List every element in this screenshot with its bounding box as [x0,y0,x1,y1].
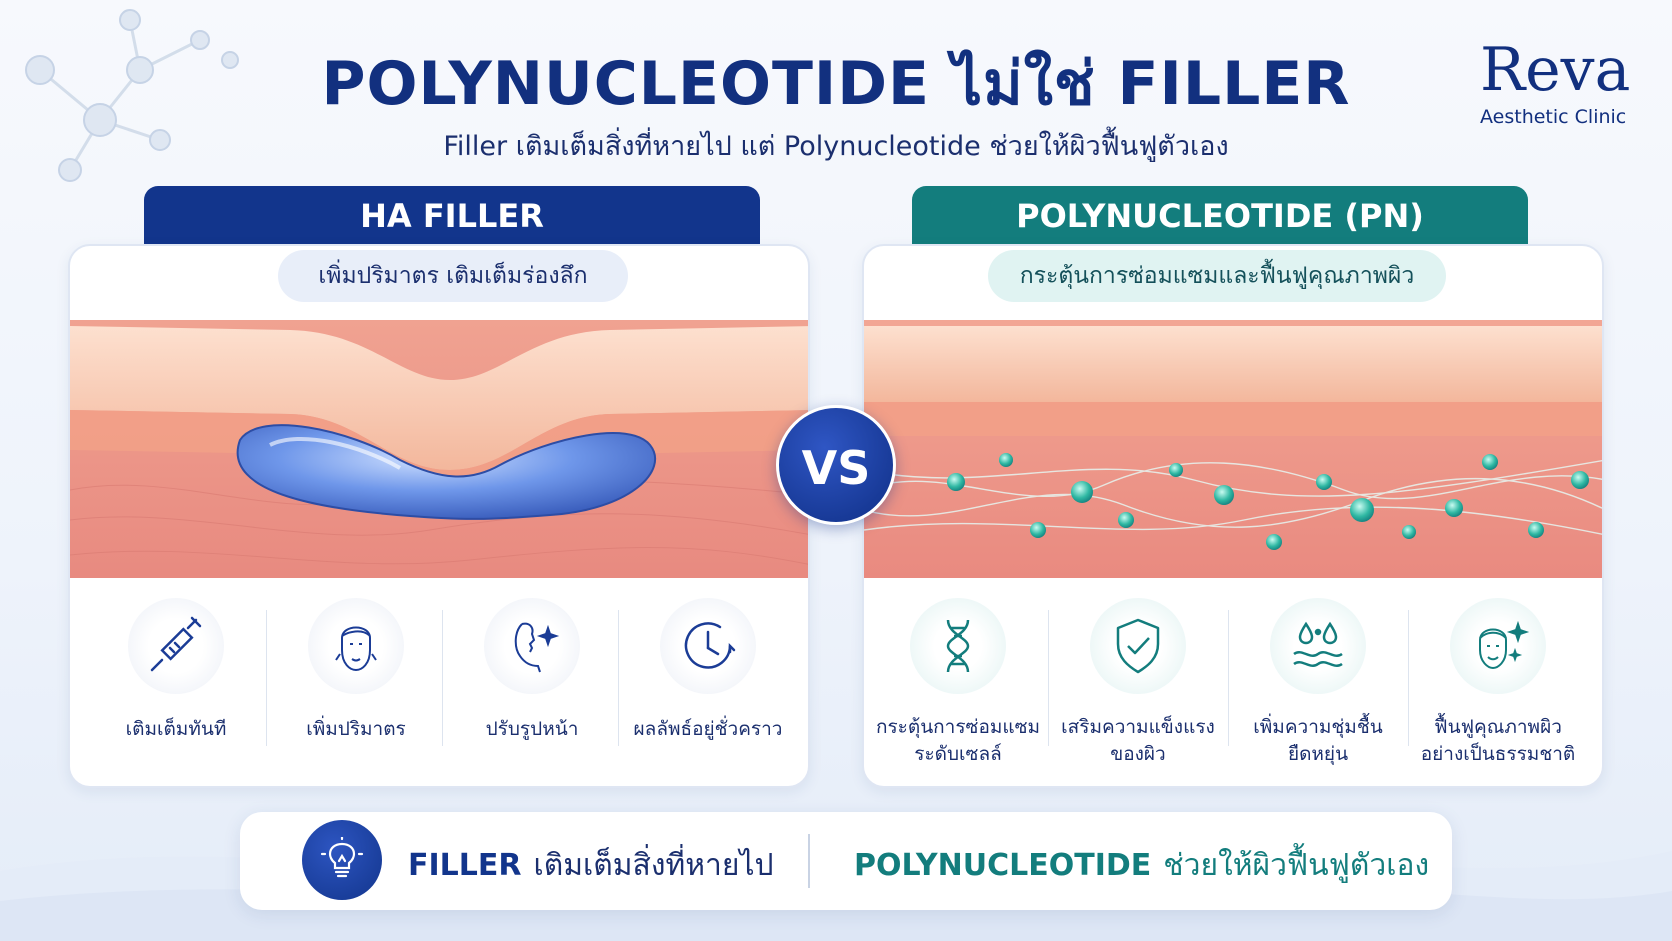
feature-label: กระตุ้นการซ่อมแซม ระดับเซลล์ [868,714,1048,768]
feature-label-line2: อย่างเป็นธรรมชาติ [1420,743,1576,765]
feature-cell-repair: กระตุ้นการซ่อมแซม ระดับเซลล์ [868,598,1048,778]
feature-label: เพิ่มความชุ่มชื้น ยืดหยุ่น [1228,714,1408,768]
vs-badge: VS [776,405,896,525]
feature-reshape-face: ปรับรูปหน้า [442,598,622,778]
feature-divider [1228,610,1229,746]
ha-filler-header: HA FILLER [144,186,760,246]
lightbulb-icon [302,820,382,900]
brand-logo: Reva Aesthetic Clinic [1480,36,1650,128]
summary-divider [808,834,810,888]
molecule-decoration [25,9,239,182]
feature-label-line1: กระตุ้นการซ่อมแซม [875,716,1041,738]
summary-bar: FILLER เติมเต็มสิ่งที่หายไป POLYNUCLEOTID… [240,812,1452,910]
feature-label: เสริมความแข็งแรง ของผิว [1048,714,1228,768]
syringe-icon [128,598,224,694]
feature-temporary-result: ผลลัพธ์อยู่ชั่วคราว [618,598,798,778]
summary-pn: POLYNUCLEOTIDE ช่วยให้ผิวฟื้นฟูตัวเอง [854,842,1429,889]
feature-natural-renewal: ฟื้นฟูคุณภาพผิว อย่างเป็นธรรมชาติ [1408,598,1588,778]
feature-divider [266,610,267,746]
feature-label: ผลลัพธ์อยู่ชั่วคราว [633,718,783,740]
face-profile-icon [484,598,580,694]
feature-divider [618,610,619,746]
summary-filler-text: เติมเต็มสิ่งที่หายไป [533,848,774,883]
page-title: POLYNUCLEOTIDE ไม่ใช่ FILLER [321,49,1351,119]
filler-skin-illustration [70,320,808,578]
feature-label: เพิ่มปริมาตร [306,718,406,740]
page-subtitle: Filler เติมเต็มสิ่งที่หายไป แต่ Polynucl… [443,131,1229,162]
dna-icon [910,598,1006,694]
feature-label-line2: ของผิว [1110,743,1166,765]
brand-tagline: Aesthetic Clinic [1480,106,1627,128]
feature-strengthen-skin: เสริมความแข็งแรง ของผิว [1048,598,1228,778]
face-sparkle-icon [1450,598,1546,694]
clock-icon [660,598,756,694]
feature-label-line2: ระดับเซลล์ [914,743,1002,765]
feature-label: ปรับรูปหน้า [485,718,579,740]
brand-name: Reva [1480,35,1631,105]
feature-label-line2: ยืดหยุ่น [1287,743,1349,765]
feature-label: เติมเต็มทันที [125,718,227,740]
summary-filler: FILLER เติมเต็มสิ่งที่หายไป [408,842,774,889]
feature-divider [442,610,443,746]
pn-card: กระตุ้นการซ่อมแซมและฟื้นฟูคุณภาพผิว [862,244,1604,788]
face-icon [308,598,404,694]
shield-check-icon [1090,598,1186,694]
feature-hydration: เพิ่มความชุ่มชื้น ยืดหยุ่น [1228,598,1408,778]
pn-header: POLYNUCLEOTIDE (PN) [912,186,1528,246]
feature-add-volume: เพิ่มปริมาตร [266,598,446,778]
ha-filler-pill: เพิ่มปริมาตร เติมเต็มร่องลึก [278,250,628,302]
ha-filler-card: เพิ่มปริมาตร เติมเต็มร่องลึก [68,244,810,788]
feature-label-line1: ฟื้นฟูคุณภาพผิว [1434,716,1562,738]
pn-pill: กระตุ้นการซ่อมแซมและฟื้นฟูคุณภาพผิว [988,250,1446,302]
pn-skin-illustration [864,320,1602,578]
feature-label: ฟื้นฟูคุณภาพผิว อย่างเป็นธรรมชาติ [1408,714,1588,768]
summary-pn-keyword: POLYNUCLEOTIDE [854,848,1152,883]
feature-immediate-fill: เติมเต็มทันที [86,598,266,778]
feature-divider [1048,610,1049,746]
feature-divider [1408,610,1409,746]
feature-label-line1: เสริมความแข็งแรง [1061,716,1215,738]
summary-pn-text: ช่วยให้ผิวฟื้นฟูตัวเอง [1163,848,1430,883]
summary-filler-keyword: FILLER [408,848,522,883]
feature-label-line1: เพิ่มความชุ่มชื้น [1253,716,1383,738]
water-drops-icon [1270,598,1366,694]
